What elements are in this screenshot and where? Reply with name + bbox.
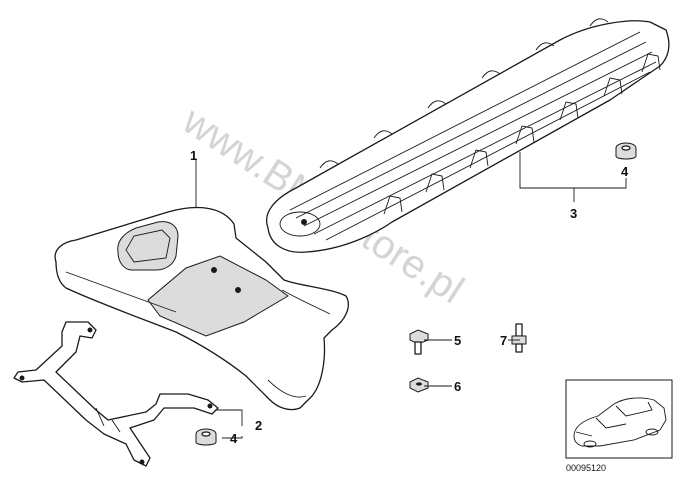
stud-part <box>511 323 527 353</box>
car-silhouette-icon <box>573 397 667 448</box>
engine-cover-part <box>266 18 670 253</box>
screw-part <box>409 329 429 355</box>
callout-5: 5 <box>454 333 461 348</box>
reference-code: 00095120 <box>566 463 606 473</box>
callout-4-lower: 4 <box>230 431 238 446</box>
grommet-part-upper <box>615 142 637 160</box>
callout-4-upper: 4 <box>621 164 629 179</box>
callout-1: 1 <box>190 148 197 163</box>
nut-part <box>409 377 429 393</box>
leader-lines <box>195 152 627 439</box>
callout-2: 2 <box>255 418 262 433</box>
bracket-part <box>13 321 219 467</box>
callout-6: 6 <box>454 379 461 394</box>
callout-3: 3 <box>570 206 577 221</box>
grommet-part-lower <box>195 428 217 446</box>
front-cover-part <box>54 206 349 411</box>
callout-7: 7 <box>500 333 507 348</box>
vehicle-thumbnail: 00095120 <box>565 379 673 473</box>
